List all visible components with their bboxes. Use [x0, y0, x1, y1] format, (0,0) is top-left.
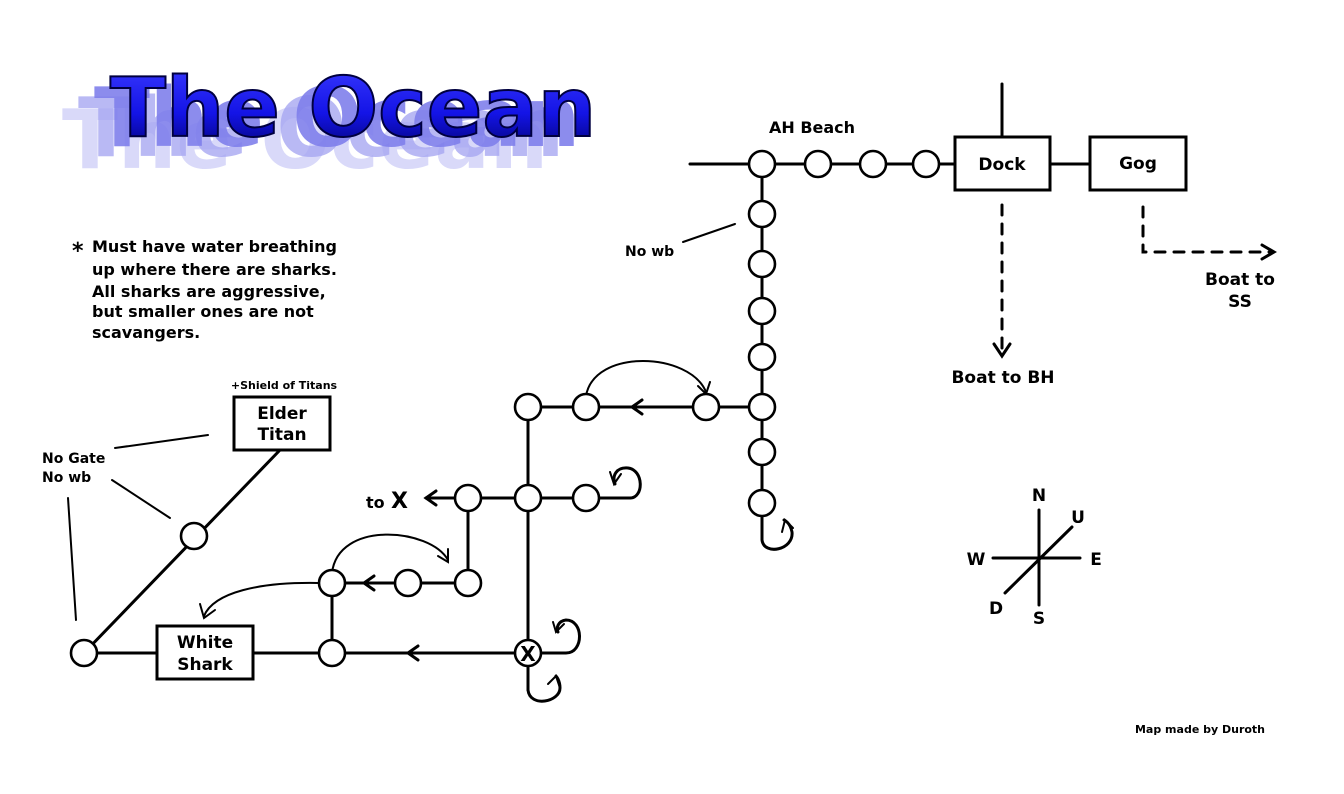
room — [513, 392, 543, 422]
room — [747, 437, 777, 467]
white-shark-box — [155, 624, 255, 681]
compass-e: E — [1090, 550, 1102, 570]
room — [747, 296, 777, 326]
note-line-4: but smaller ones are not — [92, 302, 314, 321]
room — [747, 199, 777, 229]
to-x-label: X — [391, 489, 408, 514]
white-shark-label-1: White — [177, 633, 233, 653]
room — [317, 638, 347, 668]
elder-titan-label-1: Elder — [257, 404, 307, 424]
compass-n: N — [1032, 486, 1046, 506]
note-bullet: * — [72, 239, 84, 264]
title-text: The Ocean — [110, 61, 596, 156]
shield-label: +Shield of Titans — [231, 379, 338, 392]
boat-ss-label-1: Boat to — [1205, 270, 1275, 290]
boxes — [155, 135, 1188, 681]
gog-box — [1088, 135, 1188, 192]
white-shark-label-2: Shark — [177, 655, 233, 675]
room — [453, 568, 483, 598]
note-line-2: up where there are sharks. — [92, 260, 337, 279]
compass: N S E W U D — [967, 486, 1102, 629]
no-wb-left-label: No wb — [42, 470, 91, 486]
room — [453, 483, 483, 513]
room — [747, 342, 777, 372]
title-shadow-3: The Ocean — [62, 93, 548, 188]
elder-titan-box — [232, 395, 332, 452]
note-line-3: All sharks are aggressive, — [92, 282, 326, 301]
compass-u: U — [1071, 508, 1085, 528]
room — [803, 149, 833, 179]
no-gate-label: No Gate — [42, 451, 105, 467]
direction-arrows — [199, 203, 1277, 703]
room — [747, 249, 777, 279]
gog-label: Gog — [1119, 154, 1157, 174]
room — [911, 149, 941, 179]
note-line-5: scavangers. — [92, 323, 200, 342]
ah-beach-label: AH Beach — [769, 118, 855, 137]
to-label: to — [366, 493, 385, 512]
boat-ss-label-2: SS — [1228, 292, 1252, 312]
room — [747, 488, 777, 518]
room-ah-beach — [747, 149, 777, 179]
map-title: The Ocean The Ocean The Ocean The Ocean — [62, 60, 597, 188]
room — [179, 521, 209, 551]
title-shadow-2: The Ocean — [78, 81, 564, 176]
dock-label: Dock — [978, 155, 1026, 175]
title-shadow-1: The Ocean — [94, 71, 580, 166]
credit-label: Map made by Duroth — [1135, 723, 1265, 736]
compass-d: D — [989, 599, 1003, 619]
dock-box — [953, 135, 1052, 192]
room — [571, 392, 601, 422]
room — [513, 483, 543, 513]
boat-bh-label: Boat to BH — [951, 368, 1054, 388]
room — [747, 392, 777, 422]
rooms — [69, 149, 941, 668]
no-wb-top-label: No wb — [625, 244, 674, 260]
room — [571, 483, 601, 513]
compass-s: S — [1033, 609, 1045, 629]
room — [691, 392, 721, 422]
room-x — [513, 638, 543, 668]
note-line-1: Must have water breathing — [92, 237, 337, 256]
elder-titan-label-2: Titan — [257, 425, 306, 445]
room — [858, 149, 888, 179]
compass-w: W — [967, 550, 986, 570]
labels: AH Beach Dock Gog Boat to BH Boat to SS … — [42, 118, 1275, 736]
note: * Must have water breathing up where the… — [72, 237, 337, 342]
room — [317, 568, 347, 598]
room — [69, 638, 99, 668]
room — [393, 568, 423, 598]
x-room-label: X — [520, 642, 536, 666]
